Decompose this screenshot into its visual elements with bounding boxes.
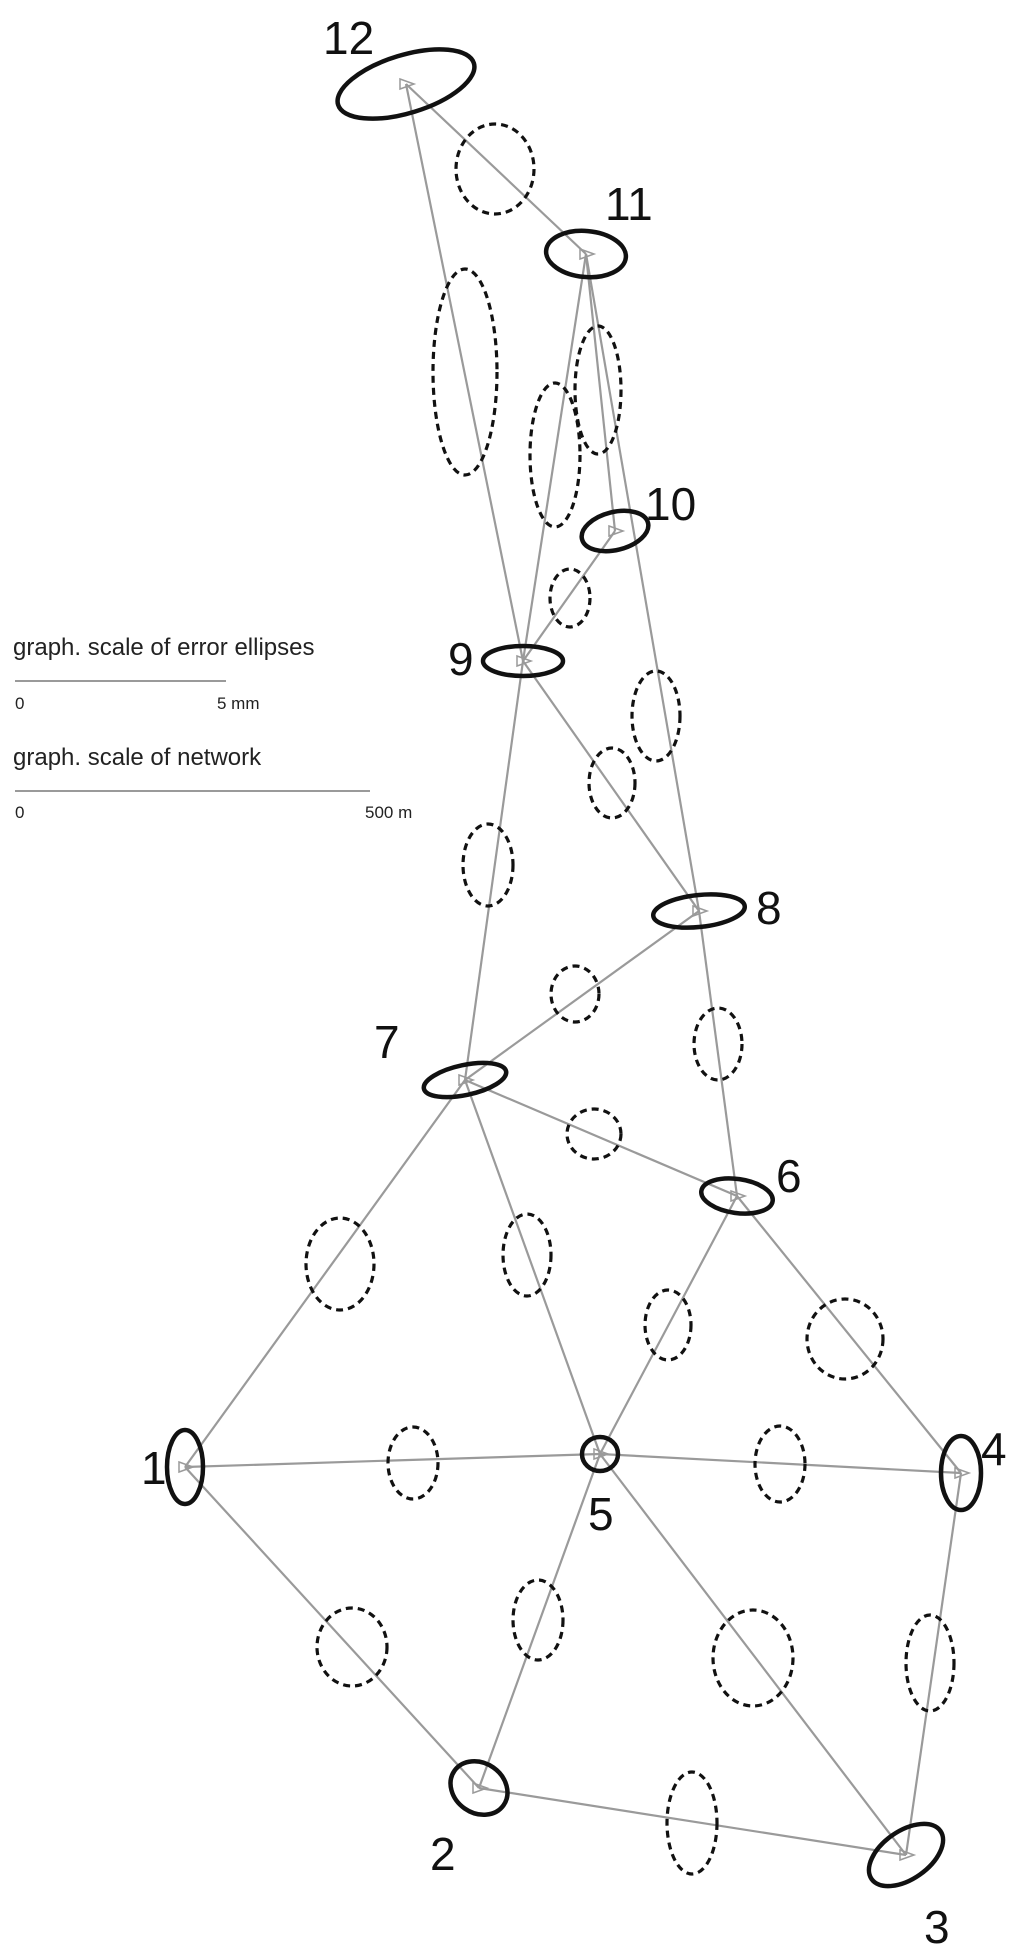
error-ellipse-7: [421, 1060, 509, 1100]
edge-8-9: [522, 660, 700, 912]
station-mark-2: [472, 1781, 490, 1795]
station-mark-10: [608, 524, 626, 538]
station-error-ellipses: [164, 47, 984, 1889]
point-label-3: 3: [924, 1901, 950, 1953]
relative-ellipse-11-12: [454, 122, 536, 216]
station-mark-1: [178, 1460, 196, 1474]
relative-ellipse-3-5: [711, 1608, 795, 1708]
edge-5-6: [599, 1195, 738, 1455]
station-marks: [178, 77, 972, 1862]
edge-1-2: [184, 1466, 480, 1789]
relative-ellipse-1-5: [386, 1425, 440, 1501]
edge-1-7: [184, 1079, 466, 1468]
relative-ellipse-9-11: [528, 381, 582, 529]
point-label-8: 8: [756, 882, 782, 934]
error-ellipse-9: [480, 643, 566, 679]
station-mark-5: [593, 1447, 611, 1461]
network-edges: [184, 83, 963, 1857]
relative-ellipse-6-7: [565, 1107, 623, 1161]
point-label-2: 2: [430, 1828, 456, 1880]
edge-3-5: [599, 1453, 907, 1856]
edge-10-11: [584, 253, 617, 532]
error-ellipse-scale-start: 0: [15, 694, 24, 713]
relative-ellipse-2-5: [511, 1578, 565, 1662]
point-label-6: 6: [776, 1150, 802, 1202]
edge-8-11: [584, 253, 701, 912]
point-label-11: 11: [605, 178, 653, 230]
error-ellipse-3: [866, 1821, 946, 1889]
error-ellipse-2: [448, 1759, 510, 1817]
edge-7-8: [464, 910, 700, 1081]
point-label-9: 9: [448, 633, 474, 685]
edge-7-9: [463, 660, 525, 1081]
relative-ellipse-2-3: [665, 1770, 719, 1876]
edge-6-8: [697, 910, 739, 1197]
error-ellipse-6: [699, 1176, 775, 1216]
error-ellipse-1: [164, 1427, 206, 1507]
scale-legend: graph. scale of error ellipses 0 5 mm gr…: [13, 634, 412, 822]
edge-3-4: [904, 1472, 963, 1856]
edge-2-3: [478, 1786, 907, 1857]
station-mark-8: [692, 904, 710, 918]
edge-1-5: [184, 1452, 601, 1469]
point-label-12: 12: [323, 12, 374, 64]
point-label-4: 4: [981, 1423, 1007, 1475]
network-scale-title: graph. scale of network: [13, 744, 262, 771]
point-label-1: 1: [141, 1442, 167, 1494]
edge-9-12: [404, 83, 525, 662]
edge-11-12: [405, 83, 587, 255]
relative-ellipse-8-11: [630, 669, 682, 763]
point-labels: 1 2 3 4 5 6 7 8 9 10 11 12: [141, 12, 1007, 1953]
relative-ellipse-1-7: [304, 1216, 376, 1312]
relative-ellipse-5-6: [643, 1288, 693, 1362]
station-mark-4: [954, 1466, 972, 1480]
point-label-5: 5: [588, 1488, 614, 1540]
relative-ellipse-8-9: [587, 746, 637, 820]
station-mark-9: [516, 654, 534, 668]
point-label-7: 7: [374, 1016, 400, 1068]
error-ellipse-12: [335, 47, 477, 121]
relative-ellipse-10-11: [573, 324, 623, 456]
relative-ellipse-4-6: [805, 1297, 885, 1381]
station-mark-7: [458, 1073, 476, 1087]
network-scale-start: 0: [15, 803, 24, 822]
relative-ellipse-9-12: [431, 267, 499, 477]
error-ellipse-4: [938, 1433, 984, 1513]
station-mark-11: [579, 247, 597, 261]
relative-ellipse-5-7: [501, 1212, 553, 1298]
edge-2-5: [477, 1453, 602, 1789]
edge-6-7: [464, 1078, 738, 1198]
relative-ellipse-7-9: [461, 822, 515, 908]
relative-ellipse-7-8: [549, 964, 601, 1024]
relative-error-ellipses: [304, 122, 956, 1876]
error-ellipse-11: [543, 228, 629, 280]
error-ellipse-scale-end: 5 mm: [217, 694, 260, 713]
relative-ellipse-1-2: [315, 1606, 389, 1688]
relative-ellipse-6-8: [692, 1006, 744, 1082]
relative-ellipse-4-5: [753, 1424, 807, 1504]
relative-ellipse-9-10: [548, 567, 592, 629]
point-label-10: 10: [645, 478, 696, 530]
relative-ellipse-3-4: [904, 1613, 956, 1713]
error-ellipse-10: [579, 508, 651, 554]
station-mark-6: [730, 1189, 748, 1203]
station-mark-3: [899, 1848, 917, 1862]
error-ellipse-scale-title: graph. scale of error ellipses: [13, 634, 314, 661]
error-ellipse-5: [579, 1434, 621, 1474]
edge-4-6: [736, 1195, 962, 1474]
error-ellipse-8: [650, 892, 748, 930]
network-scale-end: 500 m: [365, 803, 412, 822]
edge-9-11: [521, 253, 588, 662]
edge-5-7: [463, 1079, 602, 1455]
station-mark-12: [399, 77, 417, 91]
edge-4-5: [599, 1452, 962, 1475]
